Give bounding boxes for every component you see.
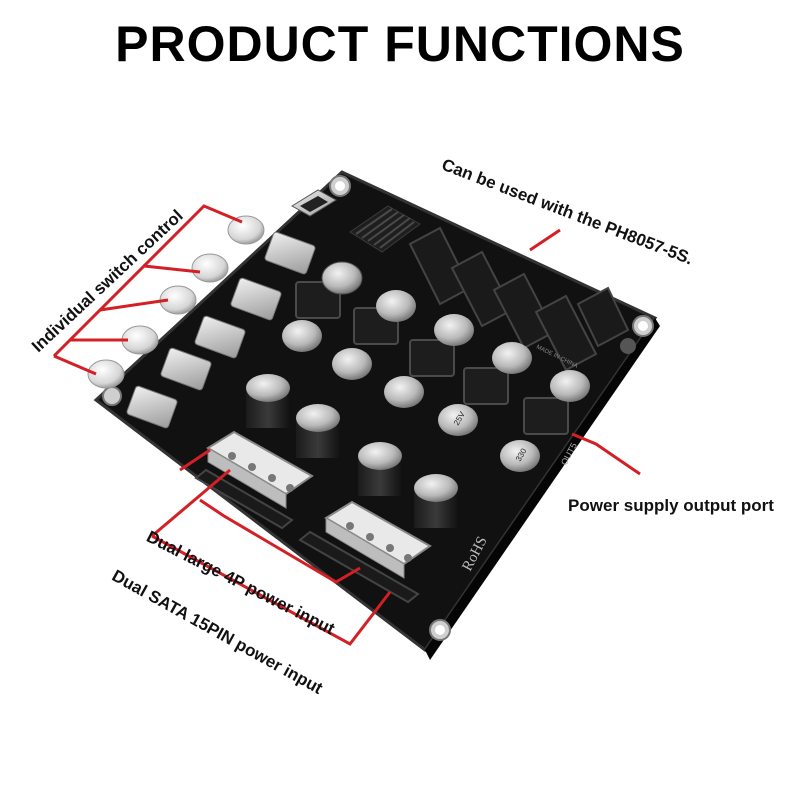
label-output-port: Power supply output port [568, 496, 774, 515]
switches [87, 215, 316, 429]
switch-3 [159, 285, 246, 359]
usb-port [291, 189, 337, 217]
switch-2 [191, 253, 282, 321]
callout-lines [52, 204, 641, 646]
heatsink [349, 205, 421, 253]
switch-1 [227, 215, 316, 275]
small-capacitors [282, 261, 590, 472]
sata-output-connectors [408, 226, 630, 372]
molex-4p-inputs [206, 430, 432, 579]
switch-4 [121, 325, 212, 391]
page-title: PRODUCT FUNCTIONS [115, 16, 685, 72]
large-capacitors [246, 374, 458, 528]
fan-4pin-connectors [295, 281, 569, 435]
switch-5 [87, 359, 178, 429]
